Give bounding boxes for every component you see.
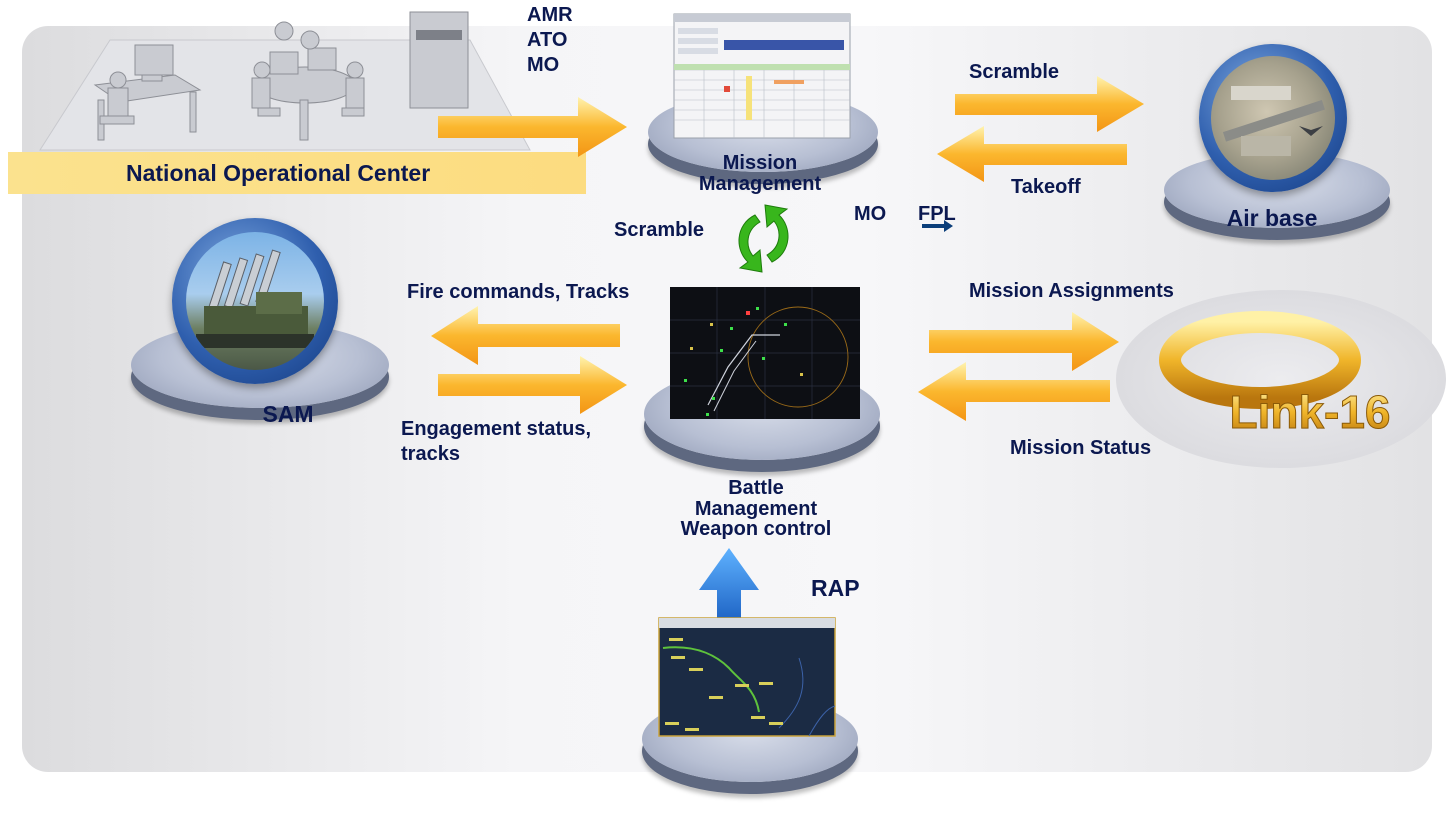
airbase-scramble-label: Scramble [969, 61, 1060, 83]
fire-commands-label: Fire commands, Tracks [407, 281, 630, 303]
fpl-label: FPL [918, 203, 956, 225]
airbase-image [1211, 56, 1335, 180]
link16-logo-text: Link-16 [1229, 386, 1390, 438]
airbase-label: Air base [1226, 205, 1318, 231]
rap-label: RAP [811, 575, 860, 601]
scramble-battle-label: Scramble [614, 219, 705, 241]
mission-mgmt-line2: Management [698, 173, 822, 195]
scramble-cycle-icon [738, 204, 789, 273]
arrow-scramble-to-airbase [955, 76, 1144, 132]
fpl-arrow-icon [922, 220, 953, 232]
noc-label: National Operational Center [126, 160, 431, 186]
noc-output-amr: AMR [527, 4, 573, 26]
battle-mgmt-line2: Management [694, 498, 818, 520]
rap-screen [658, 617, 836, 737]
battle-mgmt-line3: Weapon control [680, 518, 832, 540]
airbase-takeoff-label: Takeoff [1011, 176, 1081, 198]
engagement-label-line2: tracks [401, 443, 460, 465]
battle-mgmt-line1: Battle [728, 477, 784, 499]
mission-mgmt-screen [673, 13, 851, 139]
arrow-assignments-to-link16 [929, 312, 1119, 371]
arrow-takeoff-from-airbase [937, 126, 1127, 182]
mo-label: MO [854, 203, 887, 225]
sam-label: SAM [262, 401, 314, 427]
arrow-engagement-to-battle [438, 356, 627, 414]
sam-image [186, 232, 324, 370]
mission-assignments-label: Mission Assignments [969, 280, 1174, 302]
link16-logo: Link-16 [1159, 311, 1391, 439]
engagement-label-line1: Engagement status, [401, 418, 592, 440]
arrow-rap-up [699, 548, 759, 640]
mission-status-label: Mission Status [1010, 437, 1152, 459]
arrow-status-from-link16 [918, 362, 1110, 421]
noc-banner: National Operational Center [8, 152, 586, 194]
arrow-noc-to-mission [438, 97, 627, 157]
arrow-fire-commands-to-sam [431, 306, 620, 365]
noc-output-ato: ATO [527, 29, 568, 51]
noc-illustration [39, 11, 531, 151]
battle-mgmt-radar-screen [670, 287, 860, 419]
noc-output-mo: MO [527, 54, 560, 76]
mission-mgmt-line1: Mission [722, 152, 798, 174]
